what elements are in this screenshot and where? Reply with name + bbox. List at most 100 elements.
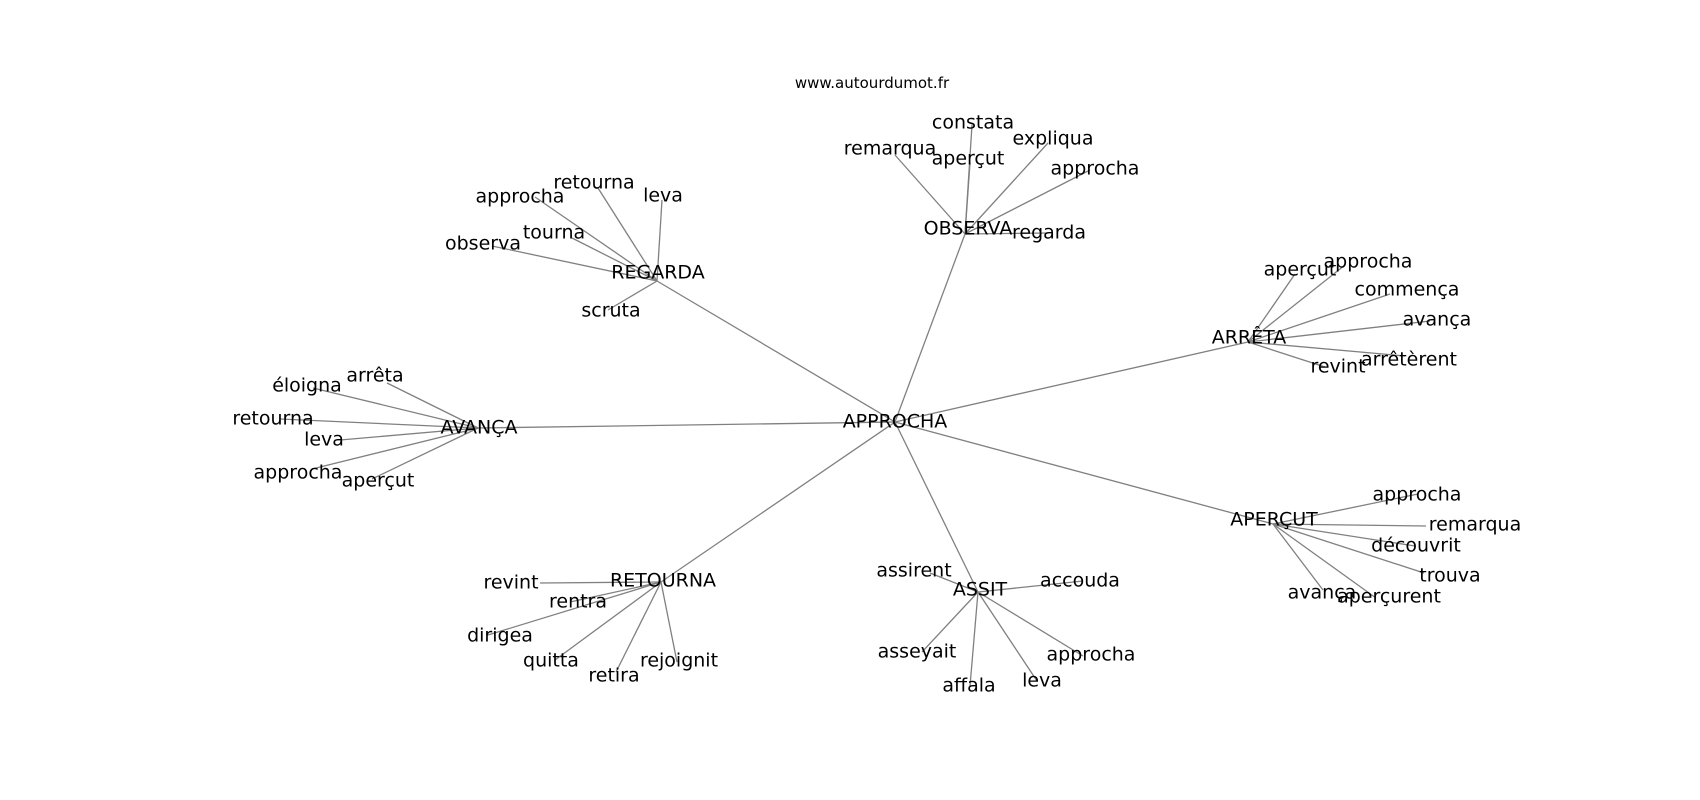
edge-hub-1-leaf-5 — [607, 280, 658, 311]
leaf-node-label[interactable]: remarqua — [844, 138, 936, 160]
leaf-node-label[interactable]: affala — [942, 675, 995, 697]
leaf-node-label[interactable]: approcha — [476, 186, 565, 208]
edge-hub-5-leaf-5 — [660, 581, 678, 663]
edge-hub-3-leaf-2 — [279, 418, 479, 429]
edge-hub-5-leaf-1 — [569, 581, 662, 603]
leaf-node-label[interactable]: approcha — [1047, 644, 1136, 666]
leaf-node-label[interactable]: approcha — [1324, 251, 1413, 273]
edge-hub-2-leaf-4 — [1247, 341, 1406, 357]
edge-hub-6-leaf-4 — [969, 591, 979, 687]
edge-hub-0-leaf-1 — [894, 154, 966, 235]
leaf-node-label[interactable]: aperçut — [932, 148, 1005, 170]
leaf-node-label[interactable]: approcha — [1051, 158, 1140, 180]
leaf-node-label[interactable]: leva — [643, 185, 683, 207]
leaf-node-label[interactable]: aperçut — [1264, 259, 1337, 281]
hub-node-label[interactable]: APERÇUT — [1230, 509, 1318, 531]
edge-hub-6-leaf-5 — [977, 591, 1038, 682]
edge-hub-1-leaf-2 — [656, 199, 663, 282]
leaf-node-label[interactable]: arrêtèrent — [1361, 349, 1457, 371]
edge-hub-5-leaf-3 — [554, 581, 662, 661]
leaf-node-label[interactable]: accouda — [1040, 570, 1120, 592]
leaf-node-label[interactable]: retourna — [553, 172, 634, 194]
hub-node-label[interactable]: ARRÊTA — [1212, 326, 1287, 349]
edge-hub-5-leaf-2 — [487, 581, 662, 636]
hub-node-label[interactable]: REGARDA — [611, 262, 704, 284]
edge-hub-4-leaf-1 — [1272, 523, 1427, 527]
edge-root-to-hub-2 — [894, 341, 1249, 423]
leaf-node-label[interactable]: quitta — [523, 650, 579, 672]
leaf-node-label[interactable]: revint — [483, 572, 538, 594]
edge-root-to-hub-0 — [894, 233, 966, 423]
leaf-node-label[interactable]: découvrit — [1371, 535, 1461, 557]
edge-hub-1-leaf-3 — [571, 237, 658, 282]
leaf-node-label[interactable]: commença — [1355, 279, 1460, 301]
edge-hub-3-leaf-3 — [339, 427, 479, 441]
leaf-node-label[interactable]: asseyait — [878, 641, 957, 663]
leaf-node-label[interactable]: revint — [1310, 356, 1365, 378]
leaf-node-label[interactable]: approcha — [254, 462, 343, 484]
leaf-node-label[interactable]: observa — [445, 233, 521, 255]
leaf-node-label[interactable]: constata — [932, 112, 1014, 134]
leaf-node-label[interactable]: aperçurent — [1337, 586, 1441, 608]
leaf-node-label[interactable]: expliqua — [1013, 128, 1094, 150]
edge-root-to-hub-5 — [660, 421, 896, 583]
edge-hub-3-leaf-4 — [311, 427, 479, 470]
edge-hub-1-leaf-0 — [597, 187, 658, 282]
edge-hub-1-leaf-1 — [534, 196, 658, 282]
edge-hub-5-leaf-0 — [539, 581, 662, 584]
hub-node-label[interactable]: OBSERVA — [924, 218, 1013, 240]
leaf-node-label[interactable]: assirent — [876, 560, 951, 582]
leaf-node-label[interactable]: leva — [304, 429, 344, 451]
labels-layer: constataremarquaaperçutexpliquaapprochar… — [232, 112, 1521, 697]
edge-root-to-hub-6 — [894, 421, 979, 593]
leaf-node-label[interactable]: rejoignit — [640, 650, 718, 672]
edge-hub-4-leaf-3 — [1272, 523, 1425, 574]
edge-hub-4-leaf-2 — [1272, 523, 1416, 547]
edge-hub-2-leaf-2 — [1247, 293, 1391, 343]
leaf-node-label[interactable]: tourna — [523, 222, 585, 244]
leaf-node-label[interactable]: leva — [1022, 670, 1062, 692]
edge-hub-3-leaf-5 — [371, 427, 479, 480]
hub-node-label[interactable]: RETOURNA — [610, 570, 716, 592]
edge-hub-0-leaf-4 — [964, 169, 1091, 235]
leaf-node-label[interactable]: avança — [1403, 309, 1472, 331]
edge-hub-6-leaf-1 — [977, 580, 1084, 593]
leaf-node-label[interactable]: scruta — [581, 300, 640, 322]
leaf-node-label[interactable]: dirigea — [467, 625, 533, 647]
leaf-node-label[interactable]: avança — [1288, 582, 1357, 604]
leaf-node-label[interactable]: rentra — [549, 591, 607, 613]
edge-hub-0-leaf-3 — [964, 142, 1049, 235]
edge-hub-0-leaf-2 — [964, 162, 971, 235]
leaf-node-label[interactable]: trouva — [1419, 565, 1480, 587]
edge-hub-4-leaf-0 — [1272, 493, 1419, 525]
edge-hub-5-leaf-4 — [615, 581, 662, 673]
edge-hub-1-leaf-4 — [491, 245, 658, 282]
edge-hub-2-leaf-3 — [1247, 320, 1431, 343]
leaf-node-label[interactable]: aperçut — [342, 470, 415, 492]
leaf-node-label[interactable]: retira — [588, 665, 639, 687]
edge-root-to-hub-4 — [894, 421, 1274, 525]
edge-hub-4-leaf-5 — [1272, 523, 1377, 599]
hub-node-label[interactable]: ASSIT — [953, 579, 1008, 601]
leaf-node-label[interactable]: éloigna — [272, 375, 342, 397]
leaf-node-label[interactable]: approcha — [1373, 484, 1462, 506]
edge-hub-6-leaf-0 — [929, 572, 979, 593]
edge-hub-0-leaf-5 — [964, 232, 1049, 235]
edge-hub-3-leaf-0 — [386, 382, 479, 429]
edge-root-to-hub-3 — [477, 421, 896, 429]
hub-node-label[interactable]: AVANÇA — [440, 417, 517, 439]
leaf-node-label[interactable]: arrêta — [346, 365, 403, 387]
leaf-node-label[interactable]: retourna — [232, 408, 313, 430]
site-label[interactable]: www.autourdumot.fr — [795, 74, 950, 92]
edge-hub-2-leaf-1 — [1247, 264, 1346, 343]
edge-hub-6-leaf-3 — [977, 591, 1084, 657]
root-node-label[interactable]: APPROCHA — [843, 411, 948, 433]
edge-root-to-hub-1 — [656, 280, 896, 423]
edge-hub-3-leaf-1 — [312, 387, 479, 429]
edge-hub-4-leaf-4 — [1272, 523, 1324, 591]
leaf-node-label[interactable]: regarda — [1012, 222, 1086, 244]
leaf-node-label[interactable]: remarqua — [1429, 514, 1521, 536]
edge-hub-2-leaf-5 — [1247, 341, 1326, 368]
edges-layer — [279, 124, 1431, 687]
